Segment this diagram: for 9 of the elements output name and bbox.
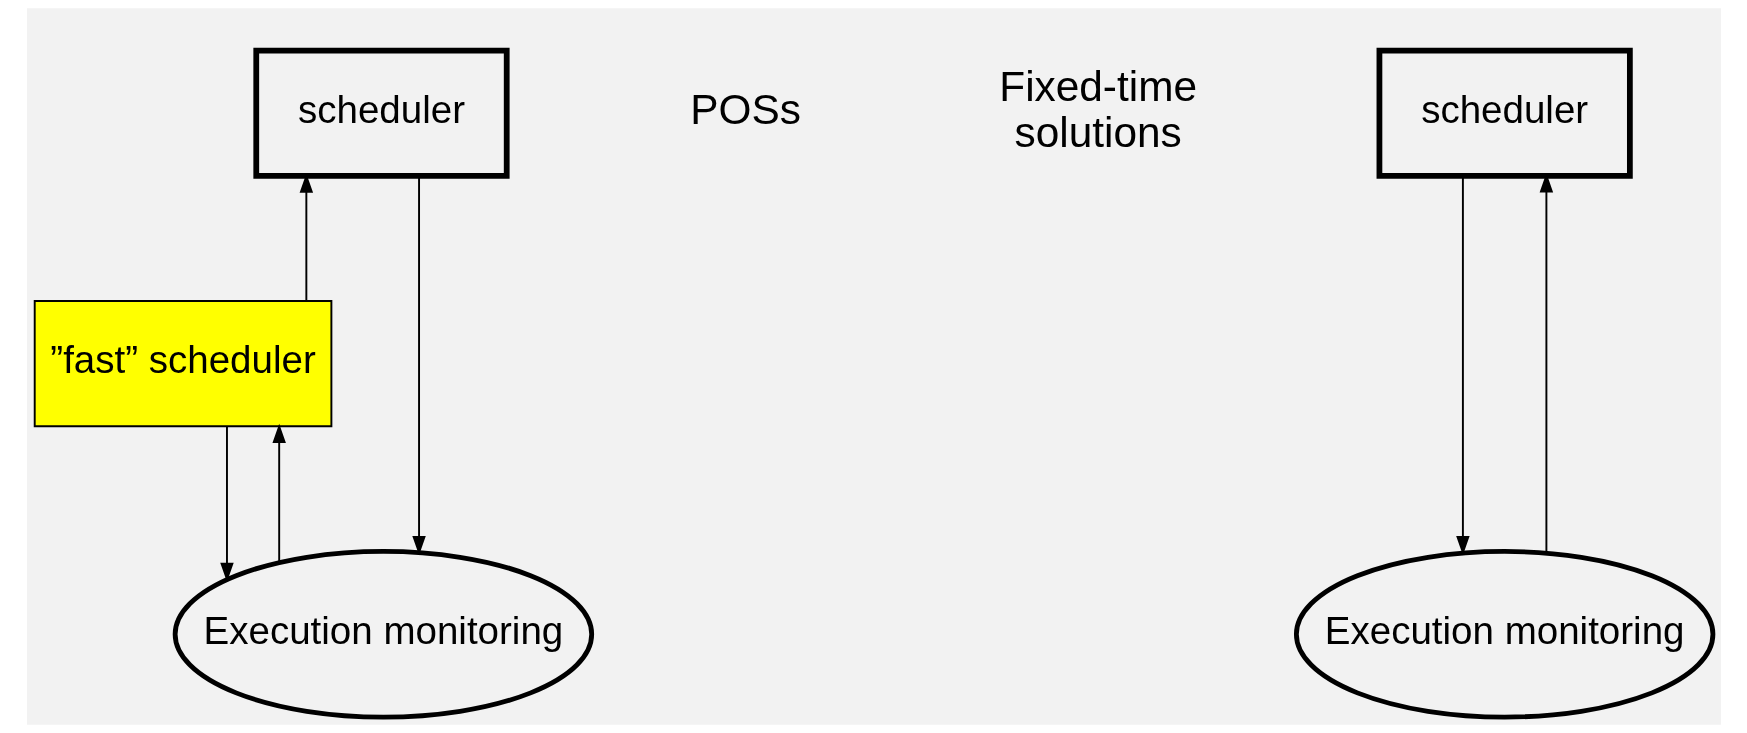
node-box: scheduler (1376, 47, 1633, 179)
arrow (271, 423, 286, 564)
label: Fixed-time solutions (998, 62, 1197, 157)
node-box: ”fast” scheduler (33, 300, 332, 428)
label: POSs (689, 85, 801, 133)
node-box: scheduler (252, 47, 510, 179)
node-ellipse: Execution monitoring (172, 549, 594, 720)
node-ellipse: Execution monitoring (1293, 549, 1715, 720)
arrow (411, 175, 426, 556)
